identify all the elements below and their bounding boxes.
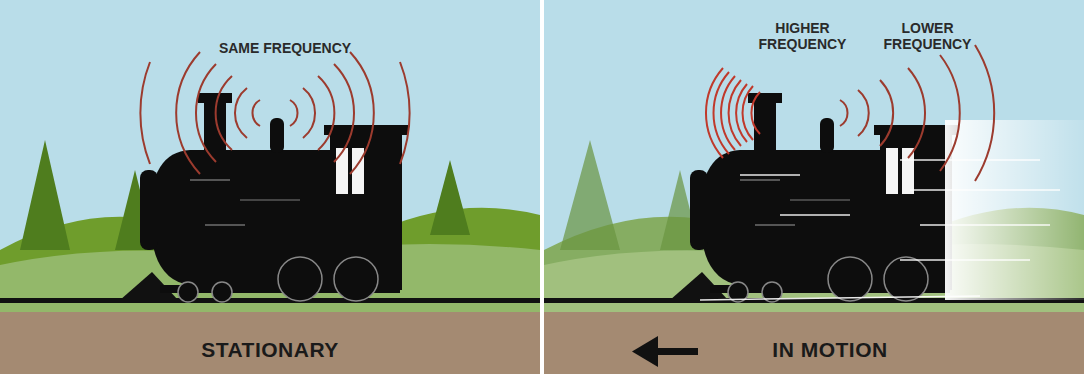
frequency-label: LOWER FREQUENCY xyxy=(880,20,975,52)
panel-caption: IN MOTION xyxy=(730,338,930,362)
frequency-label: HIGHER FREQUENCY xyxy=(755,20,850,52)
frequency-label: SAME FREQUENCY xyxy=(185,40,385,56)
motion-arrow xyxy=(632,336,698,367)
panel-caption: STATIONARY xyxy=(150,338,390,362)
